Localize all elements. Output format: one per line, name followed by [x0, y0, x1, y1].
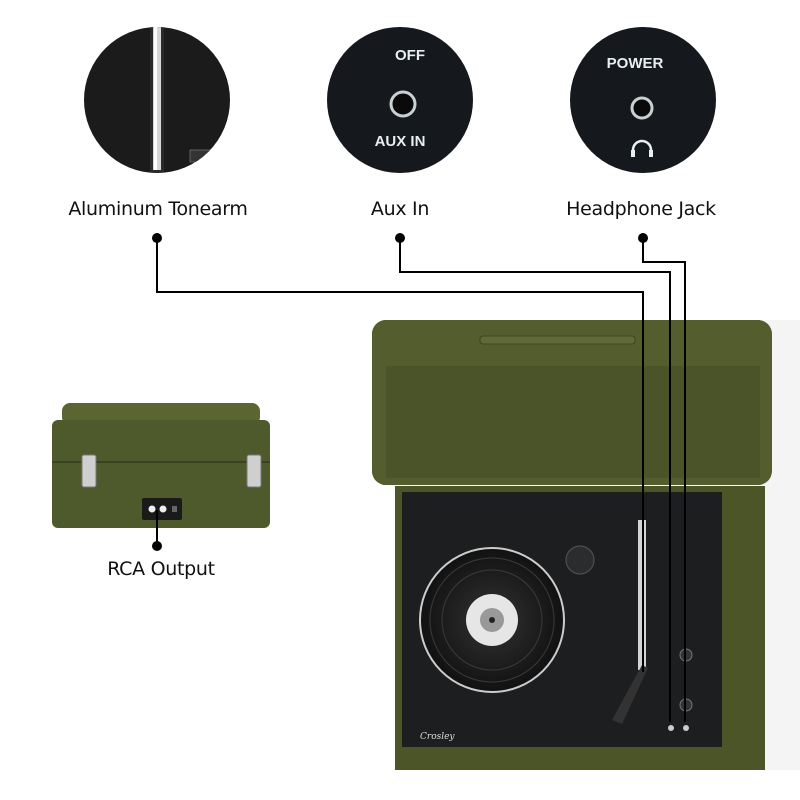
headphone-leader: [642, 238, 686, 722]
headphone-closeup: POWER: [570, 27, 716, 173]
aux-dot: [395, 233, 405, 243]
leader-lines: [156, 238, 686, 722]
label-aux-in: Aux In: [370, 198, 430, 220]
headphone-dot: [638, 233, 648, 243]
rca-dot: [152, 541, 162, 551]
aux-in-closeup: OFF AUX IN: [327, 27, 473, 173]
open-turntable: Crosley: [372, 320, 800, 770]
brand-logo: Crosley: [420, 732, 455, 742]
aux-leader: [399, 238, 671, 722]
headphones-icon: [631, 139, 653, 156]
label-rca-output: RCA Output: [107, 558, 215, 580]
tonearm-closeup: [84, 27, 230, 173]
aux-in-panel-label: AUX IN: [375, 133, 426, 150]
label-aluminum-tonearm: Aluminum Tonearm: [68, 198, 248, 220]
tonearm-dot: [152, 233, 162, 243]
off-label: OFF: [395, 47, 425, 64]
closed-case: [52, 403, 270, 528]
power-label: POWER: [607, 55, 664, 72]
tonearm-leader: [156, 238, 644, 672]
label-headphone-jack: Headphone Jack: [566, 198, 716, 220]
